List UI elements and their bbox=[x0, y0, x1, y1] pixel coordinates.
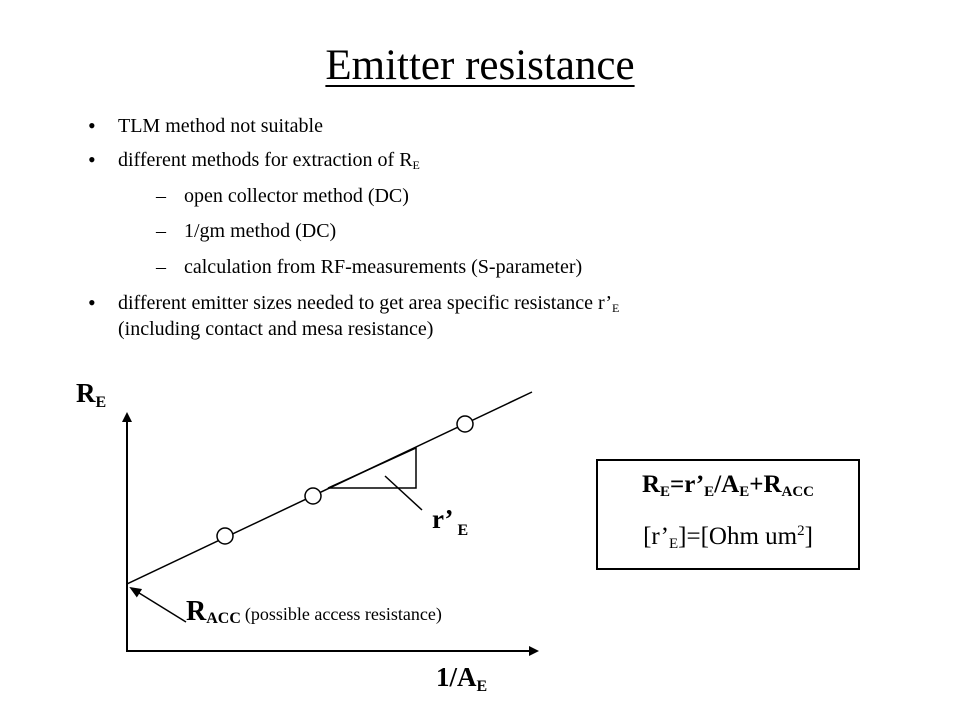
bullet-dot: • bbox=[88, 113, 96, 138]
sub-bullet-dash: – bbox=[156, 185, 166, 207]
sub-bullet-text: 1/gm method (DC) bbox=[184, 220, 337, 242]
formula-line-1: RE=r’E/AE+RACC bbox=[641, 471, 815, 500]
y-axis-label: RE bbox=[76, 378, 107, 411]
bullet-text: (including contact and mesa resistance) bbox=[118, 318, 434, 340]
sub-bullet-text: open collector method (DC) bbox=[184, 185, 409, 207]
sub-bullet-item: open collector method (DC) bbox=[184, 185, 409, 207]
sub-bullet-dash: – bbox=[156, 220, 166, 242]
bullet-item: different methods for extraction of RE bbox=[118, 149, 420, 171]
intercept-arrow bbox=[129, 586, 187, 623]
slope-label: r’E bbox=[432, 504, 469, 539]
data-point bbox=[216, 527, 234, 545]
bullet-text: TLM method not suitable bbox=[118, 115, 323, 137]
slope-triangle bbox=[327, 446, 417, 489]
intercept-note: (possible access resistance) bbox=[244, 604, 442, 624]
bullet-dot: • bbox=[88, 147, 96, 172]
sub-bullet-dash: – bbox=[156, 256, 166, 278]
x-axis-label: 1/AE bbox=[436, 662, 488, 695]
formula-line-2: [r’E]=[Ohm um2] bbox=[643, 523, 813, 552]
bullet-subscript: E bbox=[412, 158, 420, 172]
bullet-dot: • bbox=[88, 290, 96, 315]
bullet-subscript: E bbox=[612, 301, 620, 315]
bullet-item: different emitter sizes needed to get ar… bbox=[118, 292, 619, 314]
bullet-text: different emitter sizes needed to get ar… bbox=[118, 292, 613, 314]
data-point bbox=[456, 415, 474, 433]
bullet-item-continuation: (including contact and mesa resistance) bbox=[118, 318, 433, 340]
sub-bullet-text: calculation from RF-measurements (S-para… bbox=[184, 256, 583, 278]
sub-bullet-item: 1/gm method (DC) bbox=[184, 220, 336, 242]
data-point bbox=[304, 487, 322, 505]
sub-bullet-item: calculation from RF-measurements (S-para… bbox=[184, 256, 582, 278]
intercept-label: RACC (possible access resistance) bbox=[186, 596, 442, 627]
formula-box: RE=r’E/AE+RACC [r’E]=[Ohm um2] bbox=[596, 459, 860, 570]
bullet-text: different methods for extraction of R bbox=[118, 149, 413, 171]
slide-title: Emitter resistance bbox=[0, 40, 960, 92]
slope-pointer-line bbox=[384, 475, 423, 511]
slide-title-text: Emitter resistance bbox=[325, 42, 635, 89]
bullet-item: TLM method not suitable bbox=[118, 115, 323, 137]
